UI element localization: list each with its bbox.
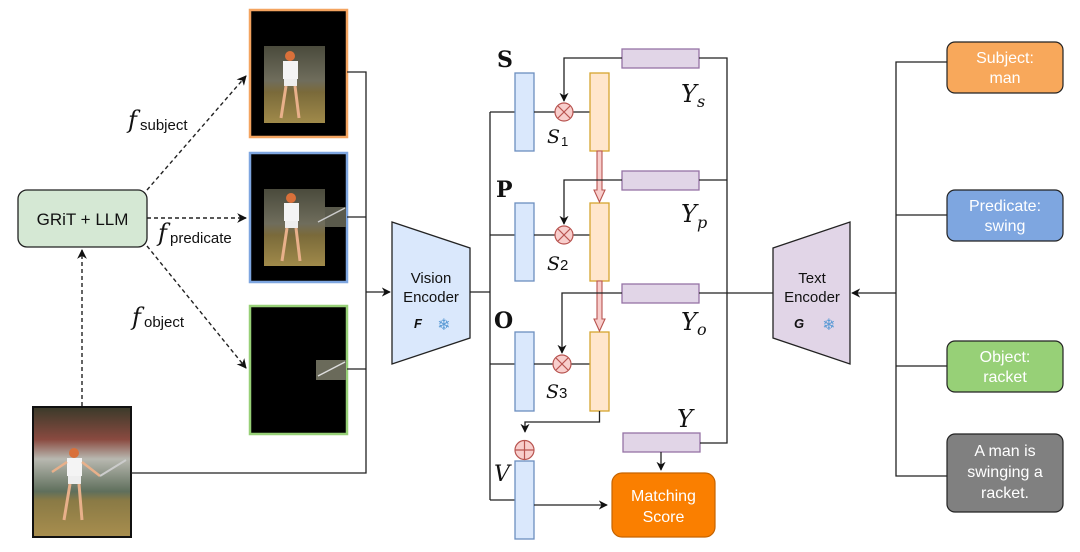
tennis-player-figure xyxy=(51,448,127,521)
text-bar-yo xyxy=(621,283,700,304)
svg-text:s: s xyxy=(697,92,705,111)
feature-o: O xyxy=(494,308,535,412)
yp-label: Y p xyxy=(681,200,707,232)
text-encoder-label-1: Text xyxy=(798,270,826,287)
svg-text:S: S xyxy=(547,253,560,275)
svg-text:swinging a: swinging a xyxy=(967,464,1043,481)
vision-encoder-label-2: Encoder xyxy=(403,289,459,306)
vision-encoder-symbol: F xyxy=(414,316,423,331)
svg-text:3: 3 xyxy=(559,385,567,402)
feature-v: V xyxy=(494,460,535,540)
svg-text:Object:: Object: xyxy=(980,349,1031,366)
snowflake-icon: ❄ xyxy=(822,317,835,334)
f-predicate-label: f predicate xyxy=(156,219,232,247)
f-subject-label: f subject xyxy=(126,106,188,134)
svg-text:racket: racket xyxy=(983,369,1027,386)
grit-llm-box: GRiT + LLM xyxy=(17,189,148,248)
vision-encoder: Vision Encoder F ❄ xyxy=(391,221,471,365)
fused-to-add-arrow xyxy=(520,411,601,433)
matching-score-box: Matching Score xyxy=(611,472,716,538)
grit-llm-label: GRiT + LLM xyxy=(37,210,129,229)
ys-to-multiply-arrow xyxy=(559,57,622,102)
yo-label: Y o xyxy=(681,308,707,339)
fused-bar-3 xyxy=(589,331,610,412)
svg-text:subject: subject xyxy=(140,117,188,134)
svg-text:S: S xyxy=(546,381,559,403)
svg-text:f: f xyxy=(156,219,171,247)
text-encoder-symbol: G xyxy=(794,316,804,331)
predicate-panel xyxy=(248,151,349,284)
y-label: Y xyxy=(677,405,695,433)
svg-text:P: P xyxy=(496,177,513,203)
matching-label-2: Score xyxy=(643,509,685,526)
svg-text:o: o xyxy=(697,320,707,339)
svg-text:Subject:: Subject: xyxy=(976,50,1034,67)
subject-panel xyxy=(248,8,349,139)
text-bar-ys xyxy=(621,48,700,69)
text-feature-bus xyxy=(699,57,728,444)
feature-p: P xyxy=(496,177,535,282)
svg-text:2: 2 xyxy=(560,257,568,274)
s1-label: S 1 xyxy=(547,126,568,149)
yo-to-multiply-arrow xyxy=(557,292,622,354)
svg-text:Y: Y xyxy=(681,80,699,108)
svg-text:Y: Y xyxy=(681,200,699,228)
object-crop-arrow xyxy=(146,245,247,369)
add-op xyxy=(514,439,535,461)
svg-text:f: f xyxy=(130,303,145,331)
svg-text:object: object xyxy=(144,314,185,331)
svg-text:Y: Y xyxy=(677,405,695,433)
yp-to-multiply-arrow xyxy=(559,179,622,225)
svg-text:swing: swing xyxy=(985,218,1026,235)
propagate-arrow-2 xyxy=(593,280,606,333)
svg-text:man: man xyxy=(989,70,1020,87)
text-input-subject: Subject: man xyxy=(946,41,1064,94)
text-encoder: Text Encoder G ❄ xyxy=(772,221,851,365)
svg-text:p: p xyxy=(697,213,707,232)
s2-label: S 2 xyxy=(547,253,568,275)
svg-text:racket.: racket. xyxy=(981,485,1029,502)
fused-bar-2 xyxy=(589,202,610,282)
object-panel xyxy=(248,304,349,436)
text-input-sentence: A man is swinging a racket. xyxy=(946,433,1064,513)
svg-text:predicate: predicate xyxy=(170,230,232,247)
text-bar-yp xyxy=(621,170,700,191)
fused-bar-1 xyxy=(589,72,610,152)
svg-text:f: f xyxy=(126,106,141,134)
matching-label-1: Matching xyxy=(631,488,696,505)
svg-text:O: O xyxy=(494,308,513,334)
text-bar-y xyxy=(622,432,701,453)
ys-label: Y s xyxy=(681,80,705,111)
svg-text:Predicate:: Predicate: xyxy=(969,198,1041,215)
image-bus-line xyxy=(131,71,367,474)
propagate-arrow-1 xyxy=(593,150,606,204)
original-image xyxy=(32,406,132,538)
vision-encoder-label-1: Vision xyxy=(411,270,452,287)
svg-text:S: S xyxy=(547,126,560,148)
multiply-op-3 xyxy=(552,354,572,374)
svg-text:S: S xyxy=(497,47,513,73)
text-input-predicate: Predicate: swing xyxy=(946,189,1064,242)
text-encoder-label-2: Encoder xyxy=(784,289,840,306)
text-input-object: Object: racket xyxy=(946,340,1064,393)
svg-text:Y: Y xyxy=(681,308,699,336)
feature-s: S xyxy=(497,47,535,152)
svg-text:1: 1 xyxy=(561,134,568,149)
multiply-op-2 xyxy=(554,225,574,245)
multiply-op-1 xyxy=(554,102,574,122)
text-input-bus xyxy=(895,61,947,477)
svg-text:A man is: A man is xyxy=(974,443,1035,460)
f-object-label: f object xyxy=(130,303,185,331)
svg-text:V: V xyxy=(494,462,512,487)
snowflake-icon: ❄ xyxy=(437,317,450,334)
s3-label: S 3 xyxy=(546,381,567,403)
